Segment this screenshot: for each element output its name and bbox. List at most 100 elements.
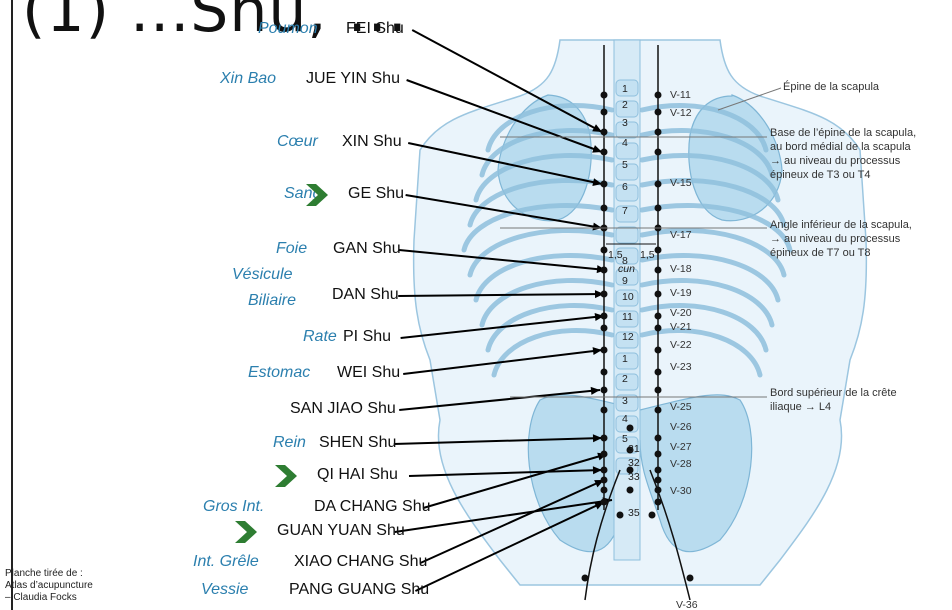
vertebra-label: 10	[622, 291, 634, 303]
bladder-point-label: V-17	[670, 229, 692, 241]
acupoint-dot	[649, 512, 656, 519]
acupoint-dot	[655, 451, 662, 458]
annotation-line: Bord supérieur de la crête	[770, 386, 897, 400]
vertebra-label: 2	[622, 373, 628, 385]
vertebra-label: 12	[622, 331, 634, 343]
vertebra	[616, 227, 638, 243]
vertebra-label: 9	[622, 275, 628, 287]
acupoint-dot	[655, 205, 662, 212]
vertebra-label: 3	[622, 117, 628, 129]
acupoint-dot	[655, 477, 662, 484]
vertebra-label: 1	[622, 353, 628, 365]
point-label: XIAO CHANG Shu	[294, 553, 427, 571]
acupoint-dot	[601, 313, 608, 320]
acupoint-dot	[655, 247, 662, 254]
vertebra-label: 6	[622, 181, 628, 193]
acupoint-dot	[627, 487, 634, 494]
bladder-point-label: V-15	[670, 177, 692, 189]
credit-line: Planche tirée de :	[5, 568, 125, 580]
acupoint-dot	[655, 407, 662, 414]
annotation-line: → au niveau du processus	[770, 232, 912, 246]
point-label: PI Shu	[343, 328, 391, 346]
vertebra-label: 11	[622, 311, 633, 323]
organ-label: Xin Bao	[220, 70, 276, 88]
acupoint-dot	[655, 181, 662, 188]
organ-label: Rein	[273, 434, 306, 452]
point-label: WEI Shu	[337, 364, 400, 382]
point-label: DA CHANG Shu	[314, 498, 430, 516]
vertebra-label: 2	[622, 99, 628, 111]
bladder-point-label: V-36	[676, 599, 698, 610]
acupoint-dot	[601, 109, 608, 116]
vertebra-label: 35	[628, 507, 640, 519]
acupoint-dot	[655, 109, 662, 116]
acupoint-dot	[655, 467, 662, 474]
acupoint-dot	[655, 387, 662, 394]
annotation-line: iliaque → L4	[770, 400, 897, 414]
point-label: GUAN YUAN Shu	[277, 522, 405, 540]
acupoint-dot	[655, 499, 662, 506]
point-label: QI HAI Shu	[317, 466, 398, 484]
anatomy-annotation: Angle inférieur de la scapula,→ au nivea…	[770, 218, 912, 260]
organ-label: Biliaire	[248, 292, 296, 310]
acupoint-dot	[601, 487, 608, 494]
acupoint-dot	[655, 149, 662, 156]
vertebra-label: 4	[622, 137, 628, 149]
organ-label: Vésicule	[232, 266, 292, 284]
bladder-point-label: V-12	[670, 107, 692, 119]
acupoint-dot	[655, 487, 662, 494]
point-label: SAN JIAO Shu	[290, 400, 396, 418]
organ-label: Poumon	[258, 20, 318, 38]
point-label: SHEN Shu	[319, 434, 396, 452]
acupoint-dot	[601, 347, 608, 354]
bladder-point-label: V-27	[670, 441, 692, 453]
acupoint-dot	[601, 407, 608, 414]
bladder-point-label: V-22	[670, 339, 692, 351]
acupoint-dot	[655, 129, 662, 136]
bladder-point-label: V-19	[670, 287, 692, 299]
cun-label: cun	[618, 263, 635, 275]
acupoint-dot	[655, 435, 662, 442]
vertebra-label: 5	[622, 159, 628, 171]
acupoint-dot	[627, 425, 634, 432]
acupoint-dot	[601, 435, 608, 442]
point-label: PANG GUANG Shu	[289, 581, 429, 599]
organ-label: Int. Grêle	[193, 553, 259, 571]
acupoint-dot	[655, 313, 662, 320]
acupoint-dot	[601, 92, 608, 99]
acupoint-dot	[601, 267, 608, 274]
acupoint-dot	[655, 92, 662, 99]
point-label: DAN Shu	[332, 286, 399, 304]
point-label: JUE YIN Shu	[306, 70, 400, 88]
acupoint-dot	[601, 291, 608, 298]
bladder-point-label: V-20	[670, 307, 692, 319]
acupoint-dot	[617, 512, 624, 519]
cun-label: 1,5	[640, 249, 655, 261]
bladder-point-label: V-18	[670, 263, 692, 275]
organ-label: Gros Int.	[203, 498, 264, 516]
annotation-line: épineux de T3 ou T4	[770, 168, 916, 182]
organ-label: Foie	[276, 240, 307, 258]
organ-label: Vessie	[201, 581, 248, 599]
acupoint-dot	[601, 467, 608, 474]
acupoint-dot	[655, 347, 662, 354]
credit-line: – Claudia Focks	[5, 592, 125, 604]
annotation-line: au bord médial de la scapula	[770, 140, 916, 154]
bladder-point-label: V-23	[670, 361, 692, 373]
torso-silhouette	[414, 40, 867, 585]
acupoint-dot	[601, 477, 608, 484]
acupoint-dot	[601, 451, 608, 458]
point-label: FEI Shu	[346, 20, 404, 38]
acupoint-dot	[601, 325, 608, 332]
annotation-line: → au niveau du processus	[770, 154, 916, 168]
chevron-right-icon	[233, 519, 259, 545]
acupoint-dot	[655, 267, 662, 274]
credit-line: Atlas d’acupuncture	[5, 580, 125, 592]
vertebra-label: 7	[622, 205, 628, 217]
acupoint-dot	[601, 149, 608, 156]
acupoint-dot	[601, 387, 608, 394]
bladder-point-label: V-26	[670, 421, 692, 433]
acupoint-dot	[655, 291, 662, 298]
